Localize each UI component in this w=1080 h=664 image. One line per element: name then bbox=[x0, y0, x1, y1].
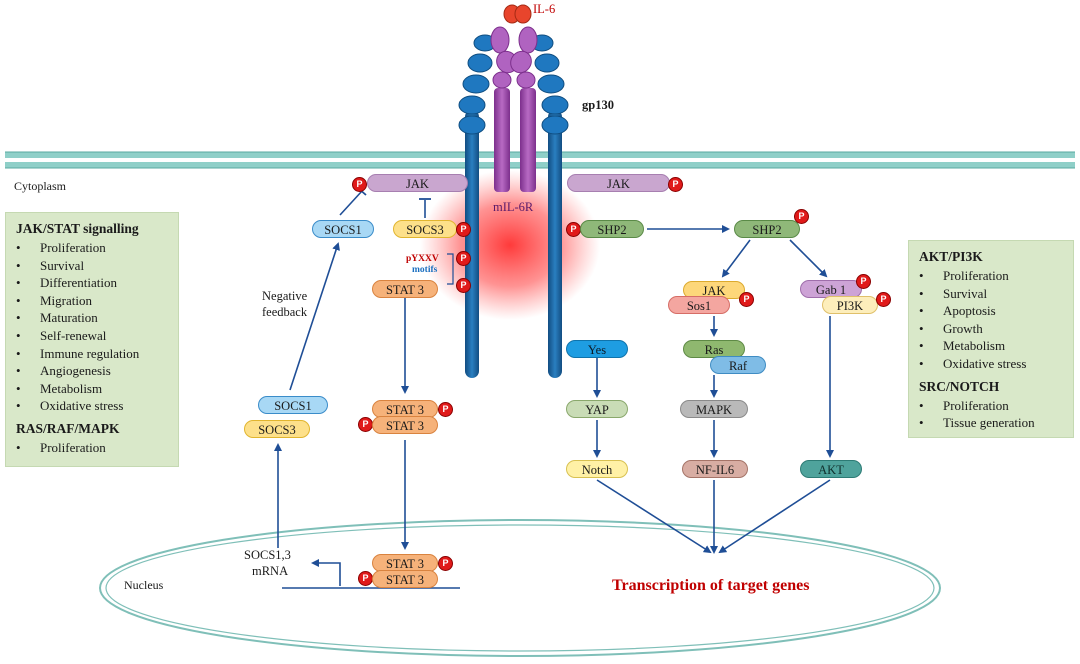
left-pathway-box: JAK/STAT signalling Proliferation Surviv… bbox=[5, 212, 179, 467]
stat3-top: STAT 3 bbox=[372, 280, 438, 298]
negative-feedback-label-line2: feedback bbox=[262, 305, 308, 319]
jak-stat-list: Proliferation Survival Differentiation M… bbox=[16, 239, 168, 415]
jak-right: JAK bbox=[567, 174, 670, 192]
phospho-icon: P bbox=[794, 209, 809, 224]
list-item: Self-renewal bbox=[16, 327, 168, 345]
phospho-icon: P bbox=[456, 278, 471, 293]
list-item: Growth bbox=[919, 320, 1063, 338]
phospho-icon: P bbox=[352, 177, 367, 192]
socs3-top: SOCS3 bbox=[393, 220, 457, 238]
list-item: Differentiation bbox=[16, 274, 168, 292]
mrna-label-line2: mRNA bbox=[252, 564, 289, 578]
jak-mid: JAK bbox=[683, 281, 745, 299]
phospho-icon: P bbox=[739, 292, 754, 307]
phospho-icon: P bbox=[456, 222, 471, 237]
jak-stat-title: JAK/STAT signalling bbox=[16, 221, 139, 236]
phospho-icon: P bbox=[876, 292, 891, 307]
list-item: Metabolism bbox=[919, 337, 1063, 355]
mrna-label-line1: SOCS1,3 bbox=[244, 548, 291, 562]
ligand-label: IL-6 bbox=[533, 2, 556, 16]
motifs-label: motifs bbox=[412, 265, 438, 275]
list-item: Oxidative stress bbox=[16, 397, 168, 415]
phospho-icon: P bbox=[438, 556, 453, 571]
pyxxv-motif-label: pYXXV bbox=[406, 254, 439, 264]
notch: Notch bbox=[566, 460, 628, 478]
mil6r-receptor bbox=[490, 26, 538, 192]
sos1: Sos1 bbox=[668, 296, 730, 314]
list-item: Proliferation bbox=[16, 239, 168, 257]
phospho-icon: P bbox=[668, 177, 683, 192]
shp2-right: SHP2 bbox=[734, 220, 800, 238]
il6-ligand bbox=[503, 4, 532, 24]
nf-il6: NF-IL6 bbox=[682, 460, 748, 478]
akt-pi3k-list: Proliferation Survival Apoptosis Growth … bbox=[919, 267, 1063, 373]
list-item: Proliferation bbox=[919, 397, 1063, 415]
cytoplasm-label: Cytoplasm bbox=[14, 179, 67, 193]
list-item: Migration bbox=[16, 292, 168, 310]
src-notch-title: SRC/NOTCH bbox=[919, 378, 1000, 394]
right-pathway-box: AKT/PI3K Proliferation Survival Apoptosi… bbox=[908, 240, 1074, 438]
phospho-icon: P bbox=[358, 571, 373, 586]
list-item: Survival bbox=[919, 285, 1063, 303]
list-item: Metabolism bbox=[16, 380, 168, 398]
list-item: Proliferation bbox=[16, 439, 168, 457]
socs1-mid: SOCS1 bbox=[258, 396, 328, 414]
raf: Raf bbox=[710, 356, 766, 374]
list-item: Apoptosis bbox=[919, 302, 1063, 320]
phospho-icon: P bbox=[438, 402, 453, 417]
phospho-icon: P bbox=[856, 274, 871, 289]
activation-glow bbox=[420, 170, 600, 320]
src-notch-list: Proliferation Tissue generation bbox=[919, 397, 1063, 432]
yap: YAP bbox=[566, 400, 628, 418]
list-item: Angiogenesis bbox=[16, 362, 168, 380]
socs3-mid: SOCS3 bbox=[244, 420, 310, 438]
pathway-arrows bbox=[274, 187, 834, 589]
yes: Yes bbox=[566, 340, 628, 358]
akt-pi3k-title: AKT/PI3K bbox=[919, 249, 983, 264]
stat3-nucleus-b: STAT 3 bbox=[372, 570, 438, 588]
stat3-dimer-b: STAT 3 bbox=[372, 416, 438, 434]
mapk: MAPK bbox=[680, 400, 748, 418]
nucleus-envelope bbox=[99, 519, 941, 657]
nucleus-label: Nucleus bbox=[124, 578, 164, 592]
socs1-top: SOCS1 bbox=[312, 220, 374, 238]
ras: Ras bbox=[683, 340, 745, 358]
cell-membrane bbox=[5, 151, 1075, 169]
list-item: Survival bbox=[16, 257, 168, 275]
ras-raf-mapk-title: RAS/RAF/MAPK bbox=[16, 420, 120, 436]
shp2-left: SHP2 bbox=[580, 220, 644, 238]
phospho-icon: P bbox=[358, 417, 373, 432]
list-item: Maturation bbox=[16, 309, 168, 327]
stat3-dimer-a: STAT 3 bbox=[372, 400, 438, 418]
phospho-icon: P bbox=[456, 251, 471, 266]
list-item: Oxidative stress bbox=[919, 355, 1063, 373]
negative-feedback-label-line1: Negative bbox=[262, 289, 308, 303]
pi3k: PI3K bbox=[822, 296, 878, 314]
list-item: Tissue generation bbox=[919, 414, 1063, 432]
list-item: Proliferation bbox=[919, 267, 1063, 285]
gp130-label: gp130 bbox=[582, 98, 614, 112]
jak-left: JAK bbox=[367, 174, 468, 192]
phospho-icon: P bbox=[566, 222, 581, 237]
list-item: Immune regulation bbox=[16, 345, 168, 363]
mil6r-label: mIL-6R bbox=[493, 200, 534, 214]
ras-raf-mapk-list: Proliferation bbox=[16, 439, 168, 457]
akt: AKT bbox=[800, 460, 862, 478]
transcription-label: Transcription of target genes bbox=[612, 577, 810, 594]
